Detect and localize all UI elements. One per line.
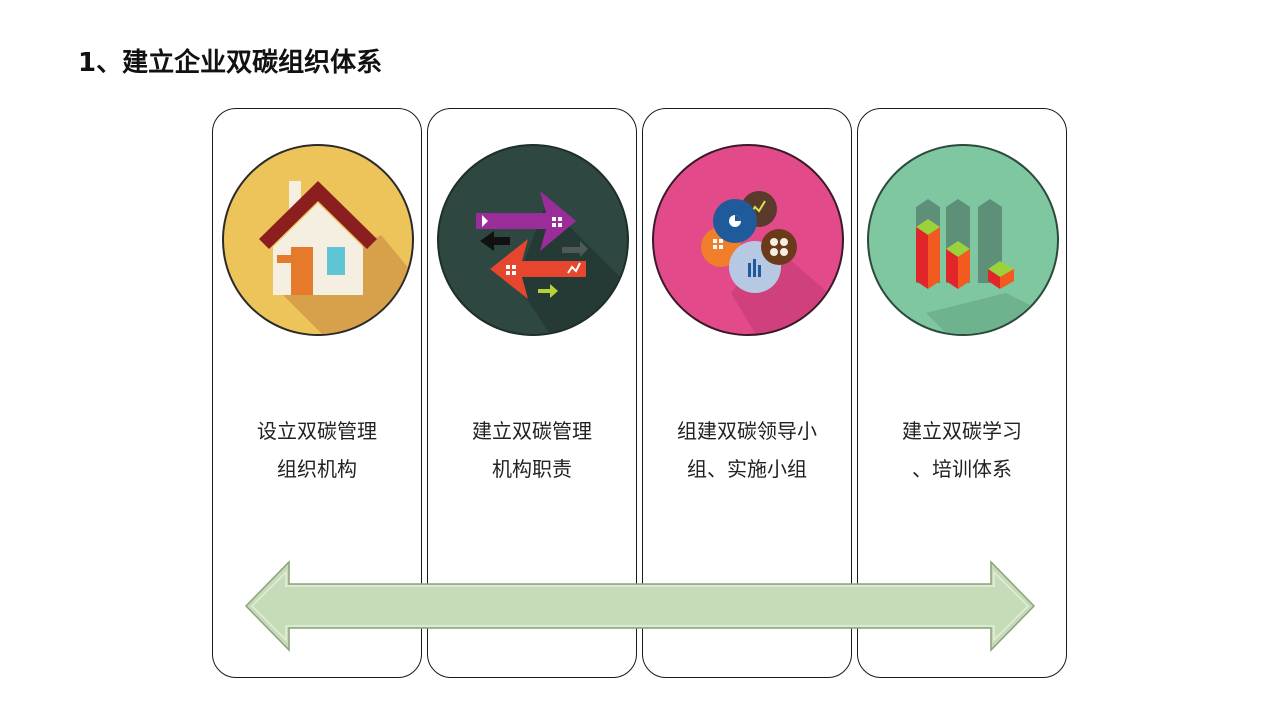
- card-leadership-group: 组建双碳领导小 组、实施小组: [642, 108, 852, 678]
- card-label-line1: 设立双碳管理: [257, 419, 377, 443]
- card-label-line2: 组织机构: [277, 457, 357, 481]
- card-label-line2: 、培训体系: [912, 457, 1012, 481]
- card-label-line1: 建立双碳管理: [472, 419, 592, 443]
- card-organization: 设立双碳管理 组织机构: [212, 108, 422, 678]
- card-label-line2: 机构职责: [492, 457, 572, 481]
- bubbles-icon: [651, 143, 845, 337]
- bar-chart-icon: [866, 143, 1060, 337]
- card-label-line2: 组、实施小组: [687, 457, 807, 481]
- house-icon: [221, 143, 415, 337]
- card-label-line1: 建立双碳学习: [902, 419, 1022, 443]
- card-training-system: 建立双碳学习 、培训体系: [857, 108, 1067, 678]
- arrows-icon: [436, 143, 630, 337]
- slide-title: 1、建立企业双碳组织体系: [78, 48, 383, 78]
- double-arrow-icon: [244, 560, 1036, 652]
- card-responsibilities: 建立双碳管理 机构职责: [427, 108, 637, 678]
- card-label-line1: 组建双碳领导小: [677, 419, 817, 443]
